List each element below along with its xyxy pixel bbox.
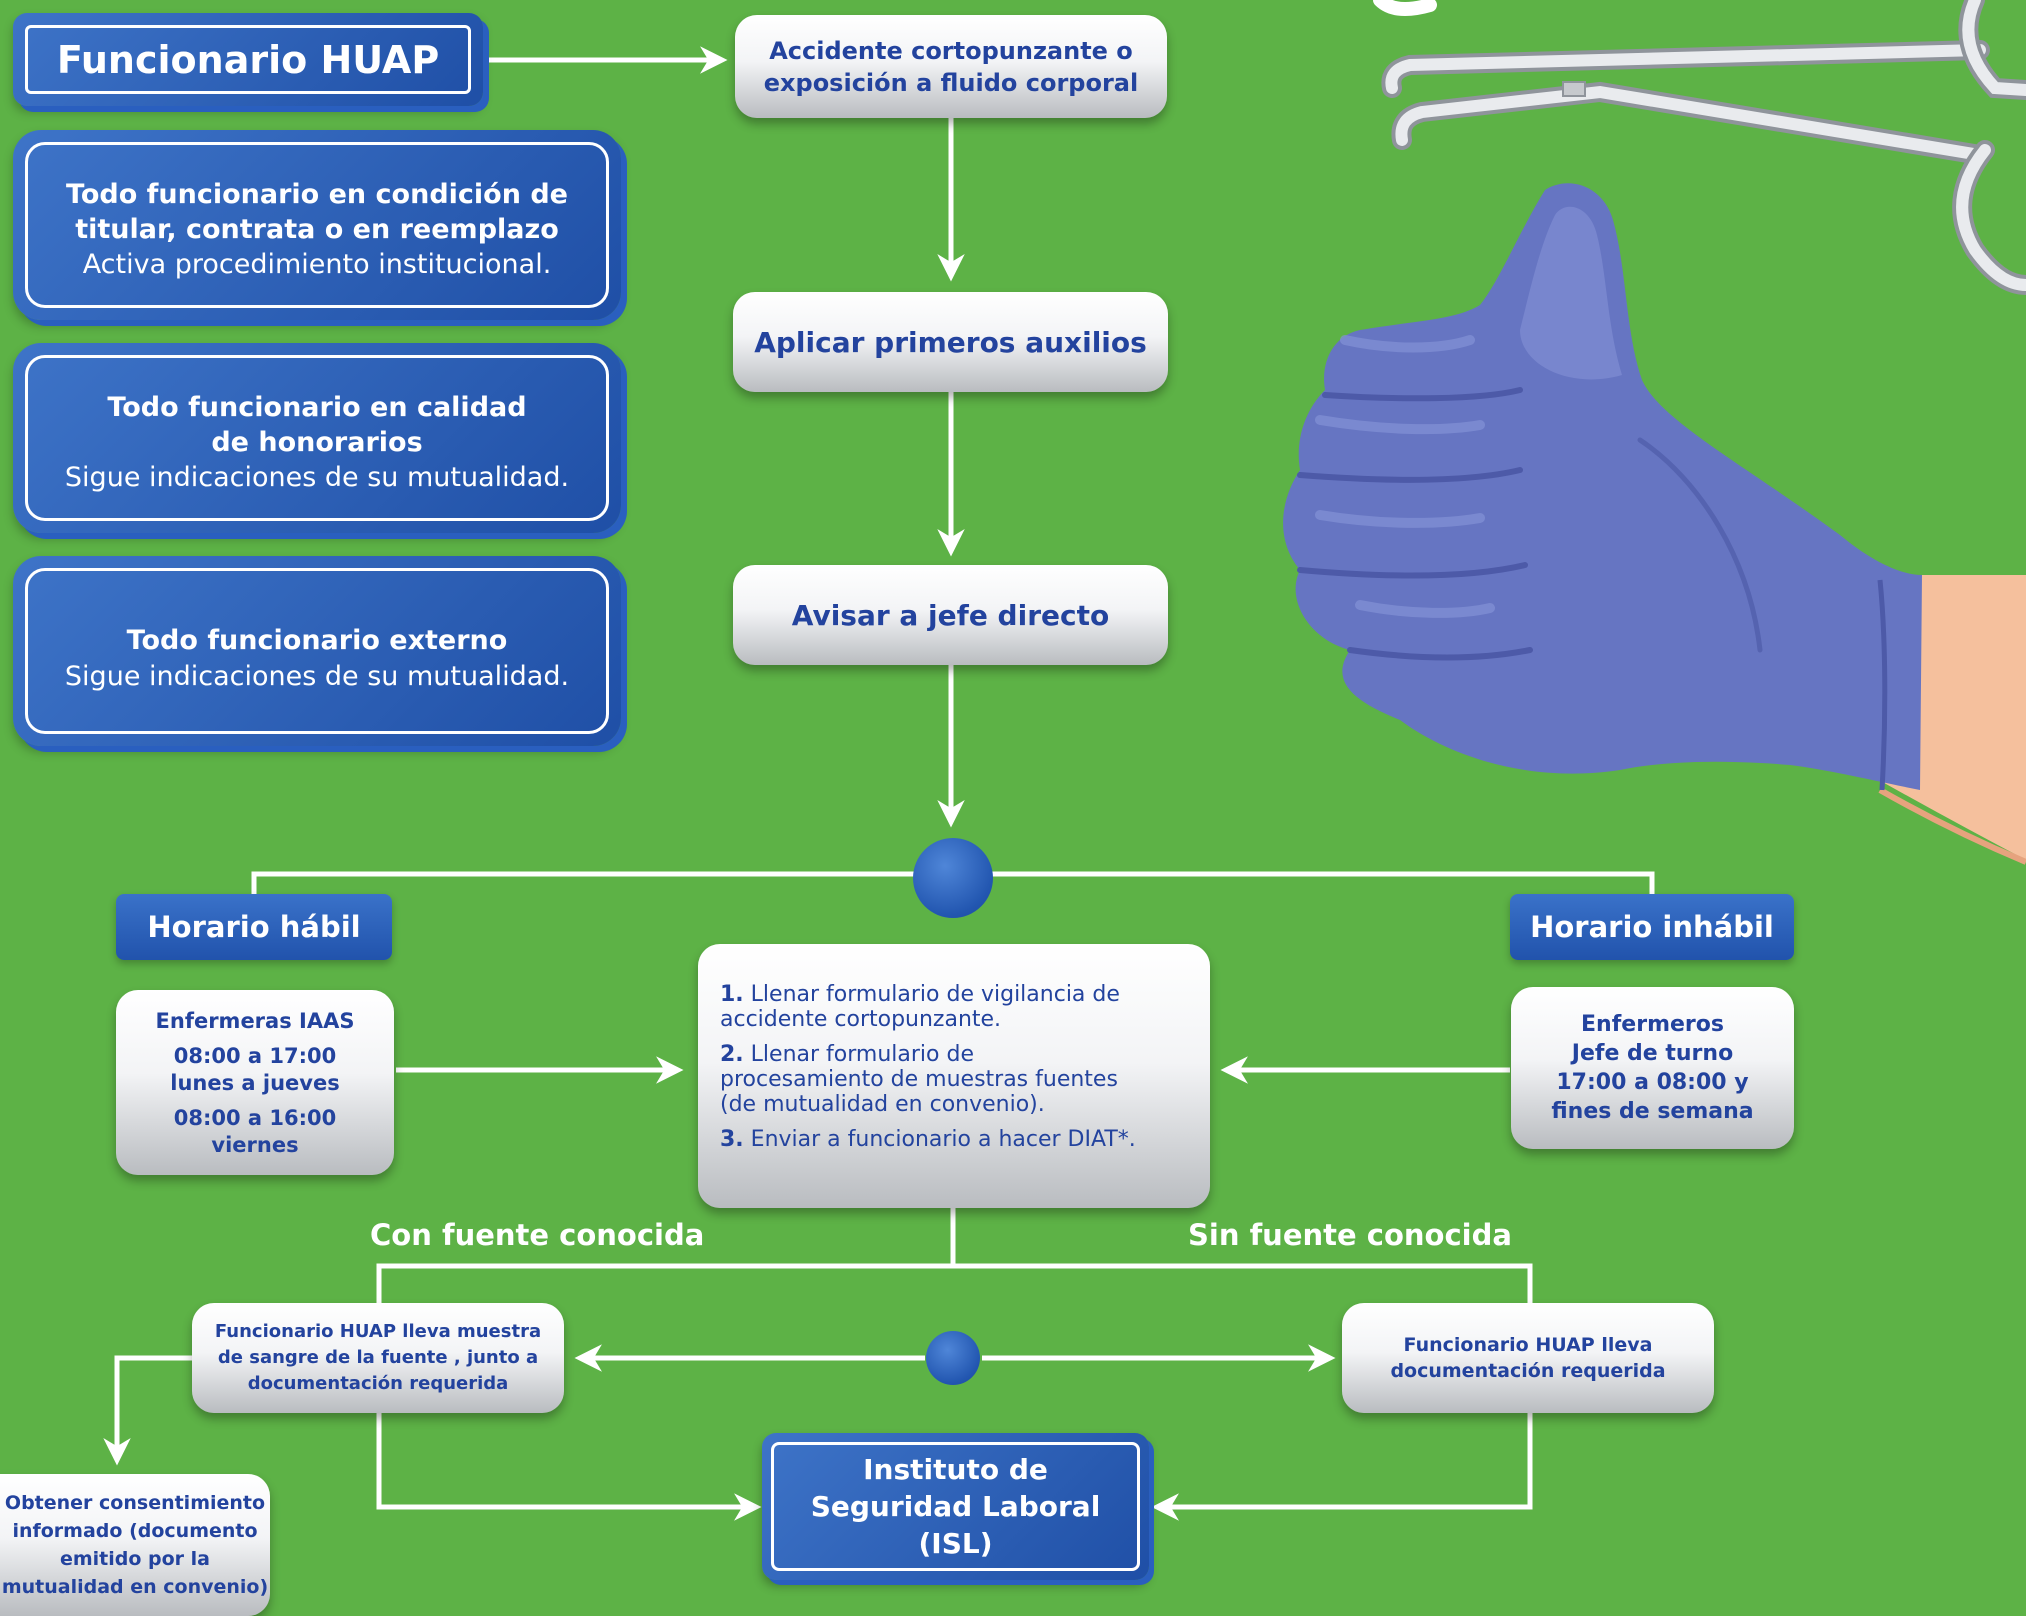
card-honorarios-text: Sigue indicaciones de su mutualidad. xyxy=(64,461,570,493)
box-avisar-jefe-label: Avisar a jefe directo xyxy=(791,598,1110,632)
con-fuente-line3: documentación requerida xyxy=(247,1373,509,1394)
step-2-line1: Llenar formulario de xyxy=(750,1042,974,1067)
con-fuente-line1: Funcionario HUAP lleva muestra xyxy=(214,1321,542,1342)
consentimiento-line4: mutualidad en convenio) xyxy=(1,1576,269,1598)
inhabil-line4: fines de semana xyxy=(1551,1099,1754,1124)
junction-dot xyxy=(913,838,993,918)
card-externo: Todo funcionario externo Sigue indicacio… xyxy=(13,556,621,746)
step-3-num: 3. xyxy=(720,1127,744,1152)
habil-line1: 08:00 a 17:00 xyxy=(173,1043,337,1068)
funcionario-header-label: Funcionario HUAP xyxy=(56,37,440,82)
habil-line4: viernes xyxy=(211,1132,299,1157)
step-3-line1: Enviar a funcionario a hacer DIAT*. xyxy=(750,1127,1136,1152)
arrow-con-fuente-to-isl xyxy=(376,1413,762,1521)
horario-habil-tag: Horario hábil xyxy=(116,894,392,960)
card-titular-line2: titular, contrata o en reemplazo xyxy=(75,213,559,245)
horario-inhabil-label: Horario inhábil xyxy=(1530,910,1774,944)
step-2: 2. Llenar formulario de procesamiento de… xyxy=(720,1042,1118,1117)
habil-line3: 08:00 a 16:00 xyxy=(173,1105,337,1130)
card-honorarios-line2: de honorarios xyxy=(211,426,423,458)
isl-line2: Seguridad Laboral xyxy=(810,1490,1101,1523)
card-titular-line1: Todo funcionario en condición de xyxy=(66,178,568,210)
sin-fuente-line1: Funcionario HUAP lleva xyxy=(1403,1334,1653,1356)
box-isl: Instituto de Seguridad Laboral (ISL) xyxy=(762,1433,1149,1580)
thumbs-up-glove-icon xyxy=(1283,183,1922,791)
step-3: 3. Enviar a funcionario a hacer DIAT*. xyxy=(720,1127,1136,1152)
card-titular-text: Activa procedimiento institucional. xyxy=(82,248,552,280)
arrow-to-consentimiento xyxy=(103,1355,192,1466)
horario-habil-label: Horario hábil xyxy=(147,910,361,944)
step-2-num: 2. xyxy=(720,1042,744,1067)
arrow-sin-fuente-to-isl xyxy=(1151,1413,1533,1521)
junction-dot-2 xyxy=(926,1331,980,1385)
card-honorarios: Todo funcionario en calidad de honorario… xyxy=(13,343,621,533)
consentimiento-line1: Obtener consentimiento xyxy=(4,1492,266,1514)
step-2-line3: (de mutualidad en convenio). xyxy=(720,1092,1045,1117)
box-primeros-auxilios: Aplicar primeros auxilios xyxy=(733,292,1168,392)
step-1-line1: Llenar formulario de vigilancia de xyxy=(750,982,1120,1007)
funcionario-header: Funcionario HUAP xyxy=(13,13,483,106)
horario-inhabil-tag: Horario inhábil xyxy=(1510,894,1794,960)
sin-fuente-line2: documentación requerida xyxy=(1390,1360,1666,1382)
step-2-line2: procesamiento de muestras fuentes xyxy=(720,1067,1118,1092)
box-horario-habil: Enfermeras IAAS 08:00 a 17:00 lunes a ju… xyxy=(116,990,394,1175)
consentimiento-line2: informado (documento xyxy=(12,1520,258,1542)
box-accidente: Accidente cortopunzante o exposición a f… xyxy=(735,15,1167,118)
box-accidente-line1: Accidente cortopunzante o xyxy=(769,36,1133,65)
box-primeros-auxilios-label: Aplicar primeros auxilios xyxy=(754,325,1147,359)
box-accidente-line2: exposición a fluido corporal xyxy=(763,68,1139,97)
box-horario-inhabil: Enfermeros Jefe de turno 17:00 a 08:00 y… xyxy=(1511,987,1794,1149)
box-steps: 1. Llenar formulario de vigilancia de ac… xyxy=(698,944,1210,1208)
consentimiento-line3: emitido por la xyxy=(59,1548,211,1570)
card-titular: Todo funcionario en condición de titular… xyxy=(13,130,621,320)
isl-line3: (ISL) xyxy=(918,1527,993,1560)
step-1-line2: accidente cortopunzante. xyxy=(720,1007,1002,1032)
line-fuente-split xyxy=(376,1263,1533,1303)
habil-line2: lunes a jueves xyxy=(170,1070,340,1095)
box-con-fuente: Funcionario HUAP lleva muestra de sangre… xyxy=(192,1303,564,1413)
step-1-num: 1. xyxy=(720,982,744,1007)
inhabil-line2: Jefe de turno xyxy=(1571,1041,1734,1066)
box-avisar-jefe: Avisar a jefe directo xyxy=(733,565,1168,665)
habil-title: Enfermeras IAAS xyxy=(155,1008,355,1033)
label-sin-fuente: Sin fuente conocida xyxy=(1188,1218,1512,1252)
inhabil-line1: Enfermeros xyxy=(1581,1012,1724,1037)
box-sin-fuente: Funcionario HUAP lleva documentación req… xyxy=(1342,1303,1714,1413)
card-externo-line1: Todo funcionario externo xyxy=(126,625,508,656)
surgical-clamp-icon xyxy=(1373,0,2026,295)
card-honorarios-line1: Todo funcionario en calidad xyxy=(107,391,527,423)
label-con-fuente: Con fuente conocida xyxy=(370,1218,705,1252)
card-externo-text: Sigue indicaciones de su mutualidad. xyxy=(64,661,570,692)
step-1: 1. Llenar formulario de vigilancia de ac… xyxy=(720,982,1120,1032)
inhabil-line3: 17:00 a 08:00 y xyxy=(1556,1070,1749,1095)
box-consentimiento: Obtener consentimiento informado (docume… xyxy=(0,1474,270,1616)
con-fuente-line2: de sangre de la fuente , junto a xyxy=(217,1347,539,1368)
isl-line1: Instituto de xyxy=(863,1453,1048,1486)
